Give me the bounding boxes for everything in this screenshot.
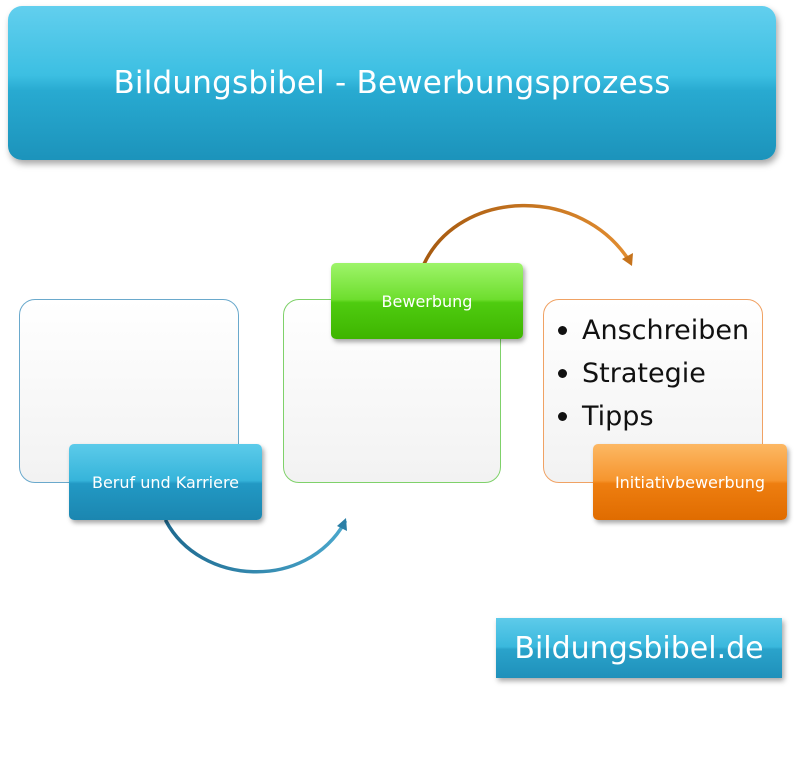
list-item: Strategie [553, 352, 749, 395]
step-label-career: Beruf und Karriere [69, 444, 262, 520]
arrowhead-career-to-application [337, 518, 347, 531]
initiative-topics-list: Anschreiben Strategie Tipps [553, 309, 749, 438]
step-label-initiative: Initiativbewerbung [593, 444, 787, 520]
title-banner: Bildungsbibel - Bewerbungsprozess [8, 6, 776, 160]
list-item: Tipps [553, 395, 749, 438]
bullet-icon [558, 369, 567, 378]
arrow-career-to-application [164, 519, 347, 574]
arrowhead-application-to-initiative [622, 253, 633, 266]
bullet-icon [558, 412, 567, 421]
website-label: Bildungsbibel.de [514, 630, 764, 666]
step-label-application: Bewerbung [331, 263, 523, 339]
website-badge: Bildungsbibel.de [496, 618, 782, 678]
page-title: Bildungsbibel - Bewerbungsprozess [113, 65, 671, 101]
list-item: Anschreiben [553, 309, 749, 352]
bullet-icon [558, 326, 567, 335]
arrow-application-to-initiative [422, 203, 632, 266]
